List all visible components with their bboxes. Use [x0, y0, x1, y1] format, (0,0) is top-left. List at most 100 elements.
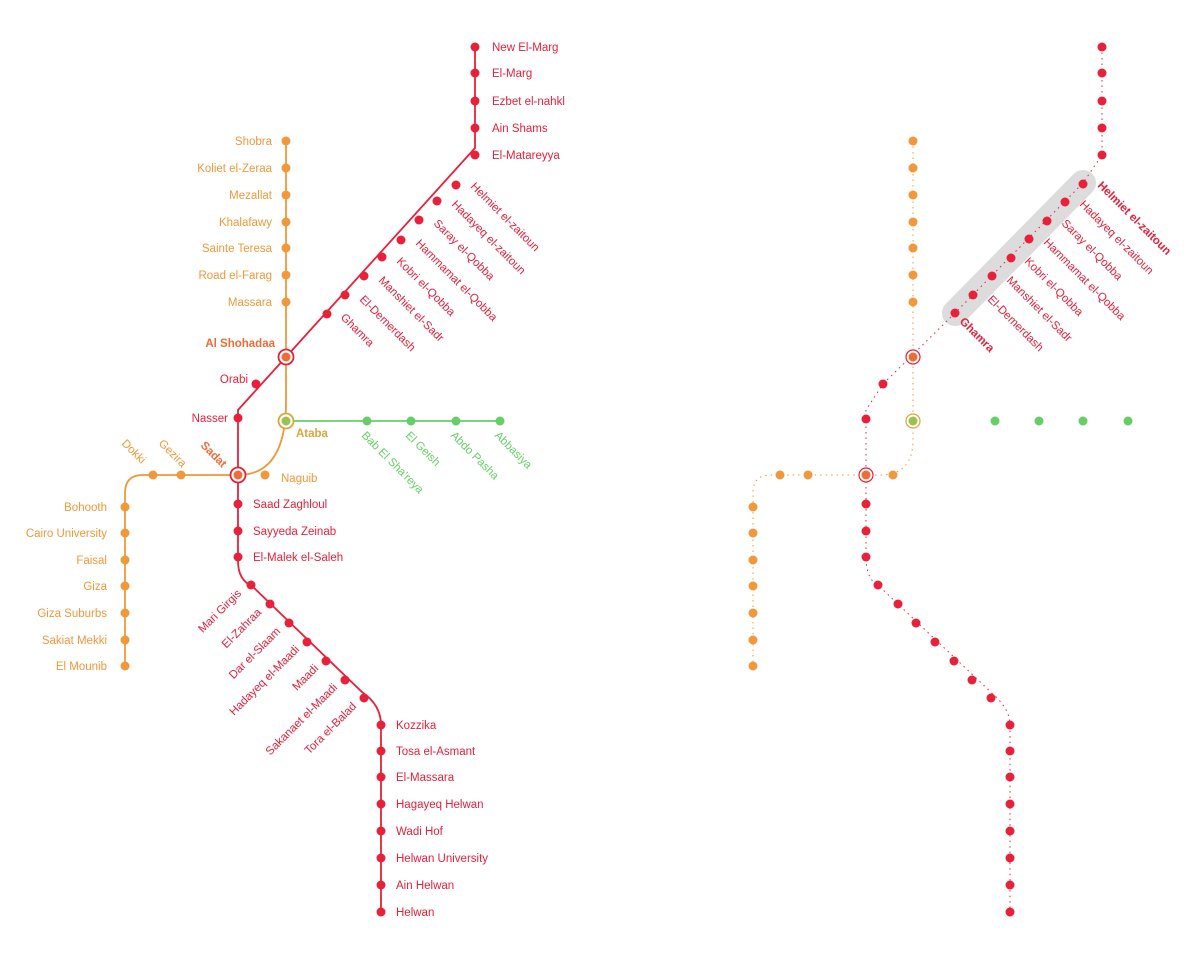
- station-dot[interactable]: [470, 123, 480, 133]
- station-dot[interactable]: [406, 416, 416, 426]
- station-dot[interactable]: [1005, 720, 1015, 730]
- station-dot[interactable]: [748, 635, 758, 645]
- station-dot[interactable]: [470, 68, 480, 78]
- station-dot[interactable]: [873, 580, 883, 590]
- station-dot[interactable]: [148, 470, 158, 480]
- station-dot[interactable]: [359, 693, 369, 703]
- station-dot[interactable]: [987, 271, 997, 281]
- station-dot[interactable]: [908, 297, 918, 307]
- station-dot[interactable]: [340, 290, 350, 300]
- station-dot[interactable]: [1005, 772, 1015, 782]
- station-dot[interactable]: [1042, 216, 1052, 226]
- station-dot[interactable]: [120, 502, 130, 512]
- station-dot[interactable]: [1005, 853, 1015, 863]
- station-dot[interactable]: [376, 826, 386, 836]
- station-dot[interactable]: [233, 499, 243, 509]
- station-dot[interactable]: [1123, 416, 1133, 426]
- station-dot[interactable]: [362, 416, 372, 426]
- interchange-sadat[interactable]: [229, 466, 247, 484]
- station-dot[interactable]: [1024, 234, 1034, 244]
- station-dot[interactable]: [1034, 416, 1044, 426]
- station-dot[interactable]: [432, 196, 442, 206]
- station-dot[interactable]: [1097, 96, 1107, 106]
- station-dot[interactable]: [396, 235, 406, 245]
- station-dot[interactable]: [1078, 416, 1088, 426]
- station-dot[interactable]: [120, 635, 130, 645]
- station-dot[interactable]: [281, 297, 291, 307]
- station-dot[interactable]: [246, 580, 256, 590]
- station-dot[interactable]: [233, 526, 243, 536]
- station-dot[interactable]: [233, 413, 243, 423]
- station-dot[interactable]: [1097, 123, 1107, 133]
- station-dot[interactable]: [281, 163, 291, 173]
- station-dot[interactable]: [376, 907, 386, 917]
- station-dot[interactable]: [748, 661, 758, 671]
- station-dot[interactable]: [233, 552, 243, 562]
- station-dot[interactable]: [1005, 799, 1015, 809]
- station-dot[interactable]: [1060, 197, 1070, 207]
- station-dot[interactable]: [1005, 907, 1015, 917]
- station-dot[interactable]: [1006, 253, 1016, 263]
- station-dot[interactable]: [1078, 179, 1088, 189]
- station-dot[interactable]: [878, 379, 888, 389]
- station-dot[interactable]: [911, 618, 921, 628]
- station-dot[interactable]: [451, 416, 461, 426]
- station-dot[interactable]: [120, 581, 130, 591]
- station-dot[interactable]: [748, 555, 758, 565]
- interchange-sadat[interactable]: [858, 467, 874, 483]
- station-dot[interactable]: [888, 470, 898, 480]
- interchange-al-shohadaa[interactable]: [277, 348, 295, 366]
- station-dot[interactable]: [322, 309, 332, 319]
- station-dot[interactable]: [967, 675, 977, 685]
- station-dot[interactable]: [359, 271, 369, 281]
- station-dot[interactable]: [302, 637, 312, 647]
- station-dot[interactable]: [968, 290, 978, 300]
- station-dot[interactable]: [376, 853, 386, 863]
- station-dot[interactable]: [1005, 880, 1015, 890]
- station-dot[interactable]: [470, 42, 480, 52]
- station-dot[interactable]: [376, 772, 386, 782]
- interchange-al-shohadaa[interactable]: [905, 349, 921, 365]
- station-dot[interactable]: [451, 180, 461, 190]
- station-dot[interactable]: [260, 470, 270, 480]
- station-dot[interactable]: [120, 555, 130, 565]
- station-dot[interactable]: [1097, 68, 1107, 78]
- station-dot[interactable]: [281, 217, 291, 227]
- station-dot[interactable]: [908, 243, 918, 253]
- station-dot[interactable]: [376, 746, 386, 756]
- station-dot[interactable]: [376, 880, 386, 890]
- interchange-ataba[interactable]: [277, 412, 295, 430]
- station-dot[interactable]: [251, 379, 261, 389]
- station-dot[interactable]: [377, 252, 387, 262]
- station-dot[interactable]: [470, 150, 480, 160]
- station-dot[interactable]: [321, 656, 331, 666]
- station-dot[interactable]: [908, 217, 918, 227]
- station-dot[interactable]: [908, 136, 918, 146]
- station-dot[interactable]: [1097, 150, 1107, 160]
- station-dot[interactable]: [281, 136, 291, 146]
- station-dot[interactable]: [120, 661, 130, 671]
- station-dot[interactable]: [281, 243, 291, 253]
- station-dot[interactable]: [120, 608, 130, 618]
- station-dot[interactable]: [1005, 746, 1015, 756]
- station-dot[interactable]: [986, 693, 996, 703]
- station-dot[interactable]: [284, 618, 294, 628]
- station-dot[interactable]: [120, 528, 130, 538]
- station-dot[interactable]: [861, 414, 871, 424]
- station-dot[interactable]: [908, 163, 918, 173]
- station-dot[interactable]: [340, 675, 350, 685]
- station-dot[interactable]: [1005, 826, 1015, 836]
- station-dot[interactable]: [908, 190, 918, 200]
- station-dot[interactable]: [861, 526, 871, 536]
- station-dot[interactable]: [1097, 42, 1107, 52]
- station-dot[interactable]: [414, 215, 424, 225]
- station-dot[interactable]: [748, 608, 758, 618]
- station-dot[interactable]: [748, 528, 758, 538]
- station-dot[interactable]: [265, 599, 275, 609]
- station-dot[interactable]: [990, 416, 1000, 426]
- station-dot[interactable]: [930, 637, 940, 647]
- station-dot[interactable]: [748, 581, 758, 591]
- station-dot[interactable]: [495, 416, 505, 426]
- station-dot[interactable]: [281, 190, 291, 200]
- station-dot[interactable]: [748, 502, 758, 512]
